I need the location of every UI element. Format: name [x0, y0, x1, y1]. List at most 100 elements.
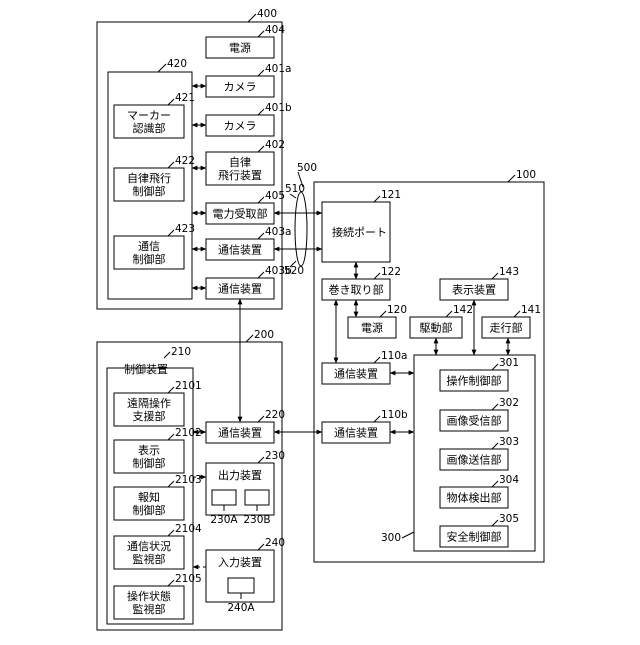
block-ref: 122 [381, 266, 401, 278]
block-2101: 遠隔操作支援部2101 [114, 380, 202, 426]
block-404: 電源 404 [206, 24, 285, 58]
block-label: 自律飛行 [127, 172, 171, 185]
block-121: 接続ポート 121 [322, 189, 401, 262]
control-device-label: 制御装置 [124, 362, 168, 376]
block-ref: 423 [175, 223, 195, 235]
block-ref: 142 [453, 304, 473, 316]
block-141: 走行部 141 [482, 304, 541, 338]
block-label: 支援部 [133, 409, 166, 423]
block-label: カメラ [224, 81, 257, 94]
block-423: 通信制御部423 [114, 223, 195, 269]
block-label: 電力受取部 [213, 207, 268, 221]
svg-text:400: 400 [257, 8, 277, 20]
block-ref: 403b [265, 265, 292, 277]
svg-text:510: 510 [285, 183, 305, 195]
block-label: 通信装置 [218, 283, 262, 296]
block-label: 電源 [361, 321, 383, 335]
block-301: 操作制御部 301 [440, 357, 519, 391]
block-label: 入力装置 [218, 556, 262, 569]
block-2105: 操作状態監視部 2105 [114, 573, 202, 619]
block-label: 操作制御部 [447, 374, 502, 388]
block-ref: 404 [265, 24, 285, 36]
block-ref: 141 [521, 304, 541, 316]
block-ref: 402 [265, 139, 285, 151]
vehicle-unit-ref: 100 [508, 169, 536, 182]
block-302: 画像受信部302 [440, 397, 519, 431]
block-label: 監視部 [133, 602, 166, 616]
block-label: 監視部 [133, 552, 166, 566]
block-2102: 表示制御部2102 [114, 427, 202, 473]
block-ref: 2104 [175, 523, 202, 535]
block-label: 画像受信部 [447, 414, 502, 428]
block-label: 走行部 [490, 321, 523, 335]
block-304: 物体検出部 304 [440, 474, 519, 508]
block-label: 制御部 [133, 252, 166, 266]
block-label: 自律 [229, 156, 251, 169]
block-2103: 報知制御部 2103 [114, 474, 202, 520]
block-220: 通信装置220 [206, 409, 285, 443]
block-label: マーカー [127, 109, 171, 122]
block-label: 飛行装置 [218, 169, 262, 182]
block-ref: 2105 [175, 573, 202, 585]
block-label: 認識部 [133, 121, 166, 135]
block-401a: カメラ401a [206, 63, 291, 97]
block-label: 表示 [138, 443, 160, 457]
block-ref: 240 [265, 537, 285, 549]
block-ref: 421 [175, 92, 195, 104]
svg-text:420: 420 [167, 58, 187, 70]
block-401b: カメラ401b [206, 102, 292, 136]
block-ref: 110b [381, 409, 408, 421]
block-ref: 2103 [175, 474, 202, 486]
block-ref: 422 [175, 155, 195, 167]
block-ref: 230A [210, 514, 238, 526]
block-ref: 401b [265, 102, 292, 114]
block-label: 物体検出部 [447, 491, 502, 505]
block-label: 電源 [229, 41, 251, 55]
svg-text:100: 100 [516, 169, 536, 181]
block-label: 操作状態 [127, 589, 171, 603]
block-ref: 301 [499, 357, 519, 369]
block-2104: 通信状況監視部 2104 [114, 523, 202, 569]
block-label: 制御部 [133, 184, 166, 198]
block-405: 電力受取部 405 [206, 190, 285, 224]
block-122: 巻き取り部 122 [322, 266, 401, 300]
block-110a: 通信装置110a [322, 350, 407, 384]
block-402: 自律飛行装置 402 [206, 139, 285, 185]
remote-operation-unit-ref: 200 [246, 329, 274, 342]
block-ref: 230 [265, 450, 285, 462]
block-421: マーカー認識部 421 [114, 92, 195, 138]
block-label: 表示装置 [452, 283, 496, 297]
svg-text:200: 200 [254, 329, 274, 341]
block-403a: 通信装置403a [206, 226, 291, 260]
block-label: 出力装置 [218, 468, 262, 482]
block-ref: 121 [381, 189, 401, 201]
block-label: 巻き取り部 [329, 283, 384, 297]
block-label: 制御部 [133, 503, 166, 517]
block-ref: 110a [381, 350, 407, 362]
block-ref: 405 [265, 190, 285, 202]
block-ref: 230B [243, 514, 270, 526]
block-ref: 2102 [175, 427, 202, 439]
block-ref: 2101 [175, 380, 202, 392]
block-ref: 143 [499, 266, 519, 278]
block-142: 駆動部142 [410, 304, 473, 338]
block-label: 安全制御部 [447, 530, 502, 544]
block-label: 通信装置 [334, 427, 378, 440]
block-ref: 220 [265, 409, 285, 421]
block-label: 通信状況 [127, 539, 171, 553]
block-422: 自律飛行制御部 422 [114, 155, 195, 201]
block-ref: 303 [499, 436, 519, 448]
block-label: 報知 [138, 490, 160, 504]
block-ref: 304 [499, 474, 519, 486]
vehicle-controller-ref: 300 [381, 532, 414, 544]
block-305: 安全制御部305 [440, 513, 519, 547]
block-label: 接続ポート [332, 225, 387, 239]
block-label: 画像送信部 [447, 453, 502, 467]
svg-text:300: 300 [381, 532, 401, 544]
block-label: 駆動部 [420, 321, 453, 335]
svg-text:500: 500 [297, 162, 317, 174]
block-303: 画像送信部 303 [440, 436, 519, 470]
block-label: 通信装置 [218, 244, 262, 257]
